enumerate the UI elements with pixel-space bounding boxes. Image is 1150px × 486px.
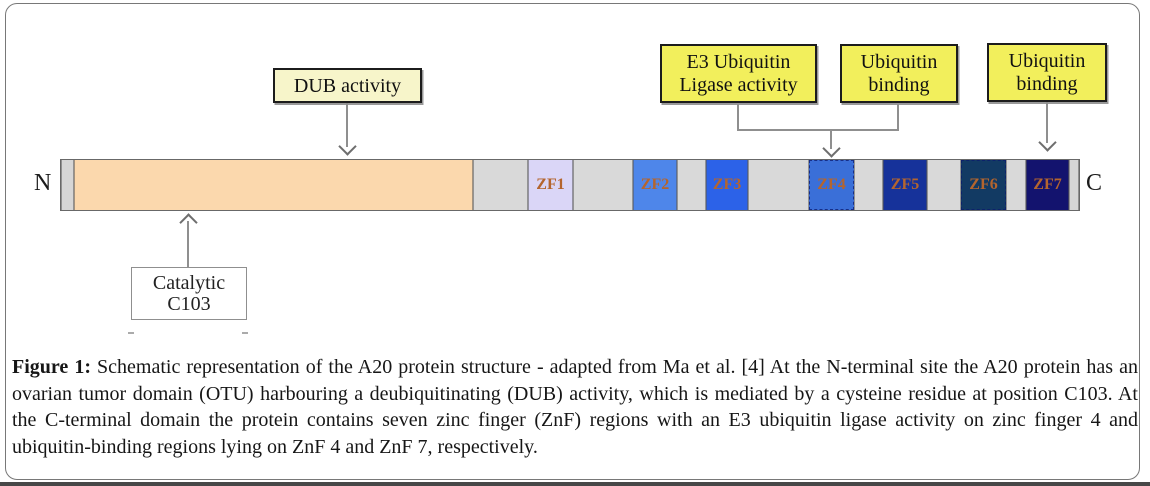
catalytic-c103-callout: Catalytic C103 (131, 267, 247, 320)
bracket-right-stub (897, 104, 899, 131)
bracket-arrow-line (830, 129, 832, 149)
bracket-left-stub (737, 104, 739, 131)
tick-mark-left (128, 332, 134, 334)
n-terminal-label: N (34, 170, 52, 196)
dub-activity-label: DUB activity (293, 74, 402, 97)
segment-linker4 (748, 160, 809, 210)
figure-caption: Figure 1: Schematic representation of th… (12, 354, 1138, 460)
segment-linker1 (473, 160, 528, 210)
ub2-arrow-line (1046, 102, 1048, 143)
e3-ligase-callout: E3 Ubiquitin Ligase activity (660, 44, 817, 103)
bottom-edge-strip (0, 482, 1150, 486)
segment-linker5 (854, 160, 883, 210)
segment-otu (74, 160, 473, 210)
segment-linker3 (677, 160, 706, 210)
dub-activity-callout: DUB activity (273, 68, 422, 103)
segment-zf6: ZF6 (961, 160, 1006, 210)
ubiquitin-binding-label-1: Ubiquitin binding (860, 50, 938, 96)
segment-zf1: ZF1 (528, 160, 573, 210)
segment-zf4: ZF4 (809, 160, 854, 210)
segment-zf2: ZF2 (633, 160, 677, 210)
segment-linker2 (573, 160, 633, 210)
segment-c-cap (1069, 160, 1079, 210)
segment-linker6 (927, 160, 961, 210)
ubiquitin-binding-callout-1: Ubiquitin binding (840, 44, 958, 103)
catalytic-c103-label: Catalytic C103 (152, 271, 226, 315)
segment-zf3: ZF3 (706, 160, 748, 210)
e3-ligase-label: E3 Ubiquitin Ligase activity (679, 50, 798, 96)
segment-n-cap (61, 160, 74, 210)
protein-bar: ZF1 ZF2 ZF3 ZF4 ZF5 ZF6 ZF7 (60, 159, 1080, 211)
ubiquitin-binding-callout-2: Ubiquitin binding (987, 43, 1107, 102)
bracket-horizontal-line (737, 129, 899, 131)
c-terminal-label: C (1086, 170, 1103, 196)
tick-mark-right (242, 332, 248, 334)
catalytic-arrow-line (187, 221, 189, 267)
caption-prefix: Figure 1: (12, 356, 91, 378)
segment-zf7: ZF7 (1026, 160, 1069, 210)
segment-zf5: ZF5 (883, 160, 927, 210)
caption-body: Schematic representation of the A20 prot… (12, 356, 1138, 458)
ubiquitin-binding-label-2: Ubiquitin binding (1008, 49, 1086, 95)
segment-linker7 (1006, 160, 1026, 210)
dub-arrow-line (346, 103, 348, 147)
